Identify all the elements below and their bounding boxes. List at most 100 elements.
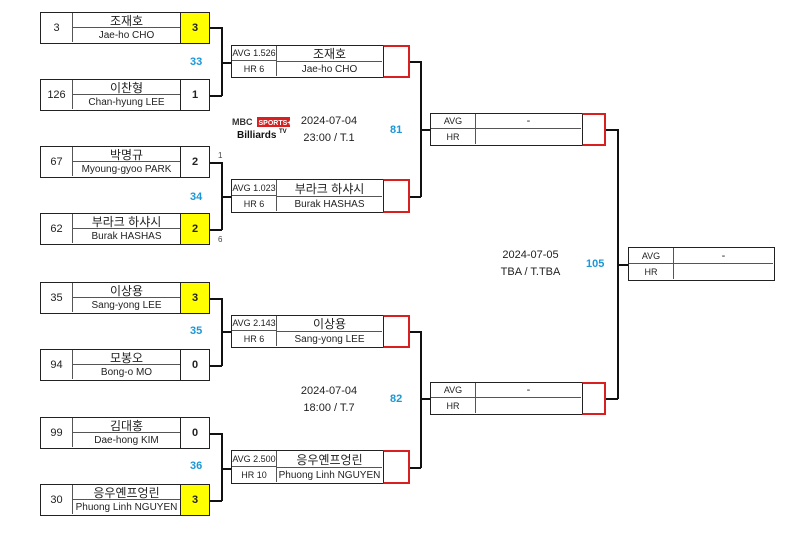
player-name-en: Phuong Linh NGUYEN (75, 501, 178, 513)
avg-label: AVG 1.023 (232, 180, 277, 196)
player-name-ko: 김대홍 (73, 418, 180, 433)
bracket-line (210, 500, 222, 502)
final-slot: AVG HR - (628, 247, 775, 281)
player-name-en: Burak HASHAS (294, 198, 365, 210)
match-date: 2024-07-04 (300, 385, 358, 397)
seed-number: 3 (41, 13, 73, 42)
set-score: 2 (180, 213, 210, 245)
seed-number: 30 (41, 485, 73, 514)
match-schedule: 2024-07-04 18:00 / T.7 (290, 383, 368, 417)
player-slot: 94 모봉오 Bong-o MO (40, 349, 181, 381)
score-frame (383, 179, 410, 213)
seed-number: 35 (41, 283, 73, 312)
hr-label: HR 10 (232, 467, 277, 482)
bracket-line (606, 129, 618, 131)
bracket-line (410, 61, 421, 63)
player-name-ko: 조재호 (277, 46, 382, 62)
match-time-table: TBA / T.TBA (500, 266, 561, 278)
player-name-ko: 부라크 하샤시 (277, 180, 382, 197)
score-frame (582, 113, 606, 146)
avg-label: AVG 2.143 (232, 316, 277, 331)
bracket-line (210, 365, 222, 367)
match-time-table: 18:00 / T.7 (303, 402, 355, 414)
logo-tv: TV (279, 129, 287, 135)
player-name-en: Sang-yong LEE (91, 299, 162, 311)
logo-brand: MBC (232, 117, 253, 127)
player-slot: 99 김대홍 Dae-hong KIM (40, 417, 181, 449)
match-schedule: 2024-07-05 TBA / T.TBA (493, 247, 568, 281)
bracket-line (221, 196, 231, 198)
r2-player-slot: AVG 1.526 HR 6 조재호 Jae-ho CHO (231, 45, 384, 78)
player-name-en: Jae-ho CHO (301, 63, 358, 75)
bracket-line (210, 95, 222, 97)
r2-player-slot: AVG 2.143 HR 6 이상용 Sang-yong LEE (231, 315, 384, 348)
player-slot: 67 박명규 Myoung-gyoo PARK (40, 146, 181, 178)
set-score: 0 (180, 349, 210, 381)
hr-label: HR 6 (232, 196, 277, 211)
set-score: 3 (180, 484, 210, 516)
match-number: 105 (586, 258, 605, 270)
avg-label: AVG (431, 383, 476, 398)
set-score: 1 (180, 79, 210, 111)
player-name-placeholder: - (674, 248, 773, 264)
set-score: 2 (180, 146, 210, 178)
seed-number: 94 (41, 350, 73, 379)
player-name-ko: 이상용 (277, 316, 382, 332)
bracket-line (210, 229, 222, 231)
bracket-line (420, 129, 430, 131)
hr-label: HR 6 (232, 331, 277, 346)
match-schedule: 2024-07-04 23:00 / T.1 (290, 113, 368, 147)
hr-label: HR (629, 264, 674, 279)
shootout-score: 6 (218, 235, 223, 244)
score-frame (582, 382, 606, 415)
player-slot: 3 조재호 Jae-ho CHO (40, 12, 181, 44)
avg-label: AVG 2.500 (232, 451, 277, 467)
player-name-ko: 응우옌프엉린 (73, 485, 180, 500)
hr-label: HR (431, 129, 476, 144)
player-name-en: Dae-hong KIM (94, 434, 159, 446)
player-name-en: Myoung-gyoo PARK (81, 163, 172, 175)
player-name-ko: 부라크 하샤시 (73, 214, 180, 229)
seed-number: 126 (41, 80, 73, 109)
player-slot: 30 응우옌프엉린 Phuong Linh NGUYEN (40, 484, 181, 516)
score-frame (383, 450, 410, 484)
avg-label: AVG (431, 114, 476, 129)
player-name-en: Bong-o MO (100, 366, 153, 378)
player-name-ko: 모봉오 (73, 350, 180, 365)
r2-player-slot: AVG 1.023 HR 6 부라크 하샤시 Burak HASHAS (231, 179, 384, 213)
bracket-line (221, 62, 231, 64)
r3-player-slot: AVG HR - (430, 113, 583, 146)
bracket-line (221, 27, 223, 96)
seed-number: 62 (41, 214, 73, 243)
bracket-line (617, 264, 628, 266)
seed-number: 67 (41, 147, 73, 176)
bracket-line (410, 467, 421, 469)
player-name-en: Jae-ho CHO (98, 29, 155, 41)
hr-label: HR (431, 398, 476, 413)
bracket-line (210, 433, 222, 435)
broadcaster-logo: MBC SPORTS+ Billiards TV (232, 116, 292, 144)
match-number: 82 (390, 393, 403, 405)
bracket-line (221, 468, 231, 470)
bracket-line (420, 398, 430, 400)
set-score: 3 (180, 12, 210, 44)
hr-label: HR 6 (232, 61, 277, 76)
set-score: 3 (180, 282, 210, 314)
match-number: 35 (190, 325, 203, 337)
score-frame (383, 315, 410, 348)
match-date: 2024-07-04 (300, 115, 358, 127)
match-number: 36 (190, 460, 203, 472)
player-name-en: Chan-hyung LEE (88, 96, 165, 108)
match-date: 2024-07-05 (502, 249, 559, 261)
bracket-line (410, 331, 421, 333)
set-score: 0 (180, 417, 210, 449)
r3-player-slot: AVG HR - (430, 382, 583, 415)
player-name-en: Burak HASHAS (91, 230, 162, 242)
player-name-placeholder: - (476, 383, 581, 398)
match-number: 33 (190, 56, 203, 68)
player-slot: 62 부라크 하샤시 Burak HASHAS (40, 213, 181, 245)
player-name-placeholder: - (476, 114, 581, 129)
player-name-ko: 이찬형 (73, 80, 180, 95)
match-number: 81 (390, 124, 403, 136)
logo-tag: SPORTS+ (259, 120, 292, 127)
